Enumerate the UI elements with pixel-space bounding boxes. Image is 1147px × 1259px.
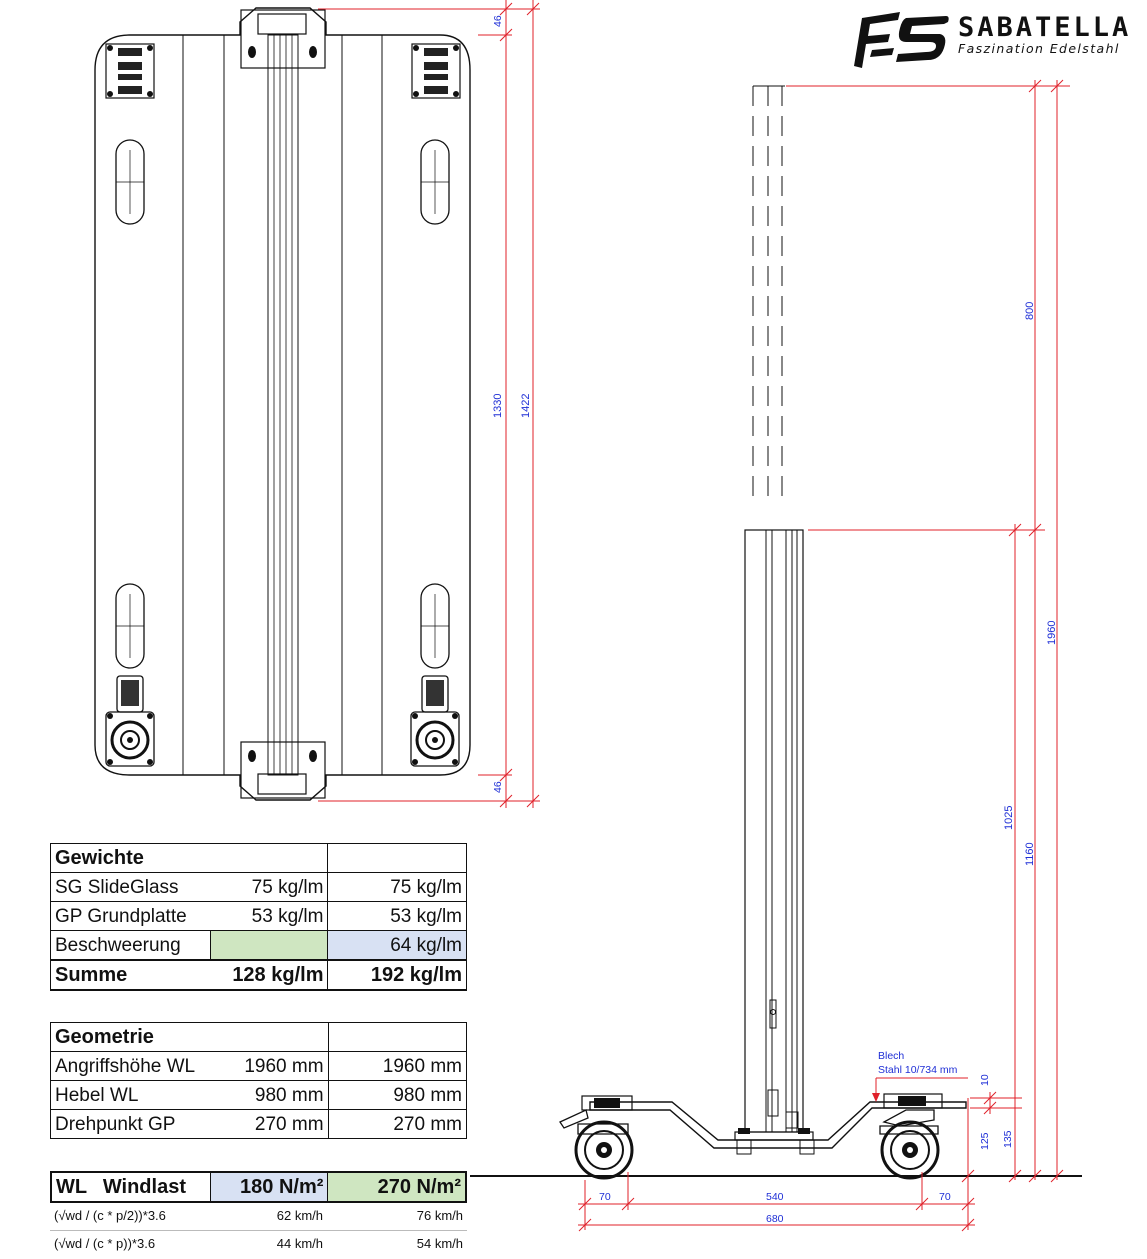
dim-1160: 1160 (1024, 842, 1036, 866)
row-value-2: 270 mm (327, 1109, 468, 1139)
dim-540: 540 (766, 1191, 784, 1203)
geometry-title: Geometrie (50, 1022, 211, 1052)
sum-row: Summe 128 kg/lm 192 kg/lm (50, 959, 467, 991)
dim-70-left: 70 (599, 1191, 611, 1203)
sabatella-logo: SABATELLA Faszination Edelstahl (852, 8, 1128, 72)
dim-135: 135 (1002, 1130, 1014, 1148)
dim-bottom-46: 46 (492, 781, 504, 793)
windload-label: Windlast (98, 1171, 211, 1203)
top-view-dimensions: 46 1330 1422 46 (318, 0, 540, 808)
logo-mark-icon (854, 12, 949, 68)
formula-value-1: 62 km/h (276, 1208, 323, 1223)
dim-top-46: 46 (492, 15, 504, 27)
dim-70-right: 70 (939, 1191, 951, 1203)
dim-680: 680 (766, 1213, 784, 1225)
table-row: Angriffshöhe WL 1960 mm 1960 mm (50, 1051, 468, 1081)
formula-expr: (√wd / (c * p/2))*3.6 (54, 1208, 166, 1223)
row-value-2: 1960 mm (327, 1051, 468, 1081)
formula-value-2: 54 km/h (416, 1236, 463, 1251)
caster-top-right (411, 43, 461, 99)
caster-side-left (559, 1095, 634, 1180)
formula-value-2: 76 km/h (416, 1208, 463, 1223)
row-label: Beschweerung (50, 930, 211, 961)
note-blech: Blech (878, 1050, 904, 1062)
side-view-dimensions: 800 1960 1025 1160 10 125 135 70 540 70 … (578, 79, 1070, 1232)
row-value-2: 53 kg/lm (327, 901, 467, 931)
table-row: SG SlideGlass 75 kg/lm 75 kg/lm (50, 872, 467, 902)
windload-value-2: 270 N/m² (327, 1171, 468, 1203)
caster-top-left (105, 43, 155, 99)
windload-table: WL Windlast 180 N/m² 270 N/m² (50, 1171, 468, 1203)
row-value-1: 980 mm (210, 1080, 329, 1110)
row-value-1: 53 kg/lm (210, 901, 329, 931)
logo-tagline: Faszination Edelstahl (958, 41, 1120, 56)
dim-1330: 1330 (492, 394, 504, 418)
divider (50, 1230, 467, 1231)
top-view-base-plate (94, 7, 471, 801)
logo-name: SABATELLA (958, 12, 1132, 43)
sum-label: Summe (50, 959, 211, 991)
dim-125: 125 (979, 1132, 991, 1150)
formula-value-1: 44 km/h (276, 1236, 323, 1251)
table-row: Hebel WL 980 mm 980 mm (50, 1080, 468, 1110)
table-row: GP Grundplatte 53 kg/lm 53 kg/lm (50, 901, 467, 931)
row-label: Drehpunkt GP (50, 1109, 211, 1139)
dim-1960: 1960 (1046, 621, 1058, 645)
row-label: SG SlideGlass (50, 872, 211, 902)
dim-1422: 1422 (520, 394, 532, 418)
dim-1025: 1025 (1003, 806, 1015, 830)
caster-bottom-right (410, 675, 460, 767)
row-label: Hebel WL (50, 1080, 211, 1110)
dim-10: 10 (979, 1074, 991, 1086)
weights-title: Gewichte (50, 843, 211, 873)
row-value-2: 980 mm (327, 1080, 468, 1110)
row-value-2: 75 kg/lm (327, 872, 467, 902)
table-row: Beschweerung 64 kg/lm (50, 930, 467, 961)
windload-code: WL (50, 1171, 99, 1203)
sum-value-2: 192 kg/lm (327, 959, 467, 991)
caster-bottom-left (105, 675, 155, 767)
row-label: GP Grundplatte (50, 901, 211, 931)
geometry-table: Geometrie Angriffshöhe WL 1960 mm 1960 m… (50, 1022, 468, 1139)
dim-800: 800 (1024, 302, 1036, 320)
row-value-1 (209, 930, 329, 961)
row-value-1: 75 kg/lm (210, 872, 329, 902)
note-stahl: Stahl 10/734 mm (878, 1064, 958, 1076)
caster-side-right (879, 1093, 943, 1180)
formula-expr: (√wd / (c * p))*3.6 (54, 1236, 156, 1251)
row-value-2: 64 kg/lm (327, 930, 467, 961)
row-label: Angriffshöhe WL (50, 1051, 211, 1081)
side-view (470, 85, 1082, 1180)
table-row: Drehpunkt GP 270 mm 270 mm (50, 1109, 468, 1139)
weights-table: Gewichte SG SlideGlass 75 kg/lm 75 kg/lm… (50, 843, 467, 991)
windload-value-1: 180 N/m² (209, 1171, 328, 1203)
row-value-1: 270 mm (210, 1109, 329, 1139)
formula-row-1: (√wd / (c * p/2))*3.6 62 km/h 76 km/h (50, 1208, 467, 1226)
row-value-1: 1960 mm (210, 1051, 329, 1081)
formula-row-2: (√wd / (c * p))*3.6 44 km/h 54 km/h (50, 1236, 467, 1254)
sum-value-1: 128 kg/lm (210, 959, 329, 991)
